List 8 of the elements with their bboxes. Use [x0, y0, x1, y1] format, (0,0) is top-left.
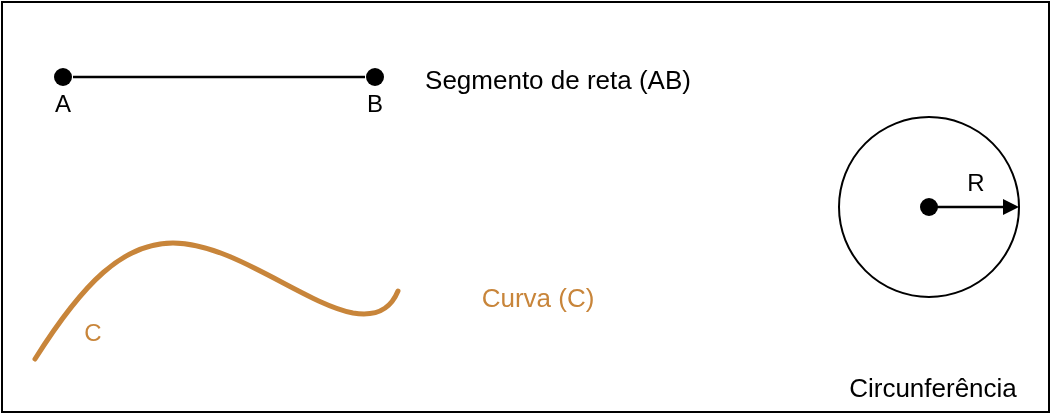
- text-label: R: [967, 169, 985, 197]
- text-label: C: [84, 319, 102, 347]
- text-label: Circunferência: [849, 373, 1017, 403]
- point-label: B: [367, 91, 383, 117]
- line-segment: [73, 75, 365, 79]
- text-label: Curva (C): [481, 283, 595, 313]
- text-label: Segmento de reta (AB): [425, 65, 691, 95]
- point-label: A: [55, 91, 71, 117]
